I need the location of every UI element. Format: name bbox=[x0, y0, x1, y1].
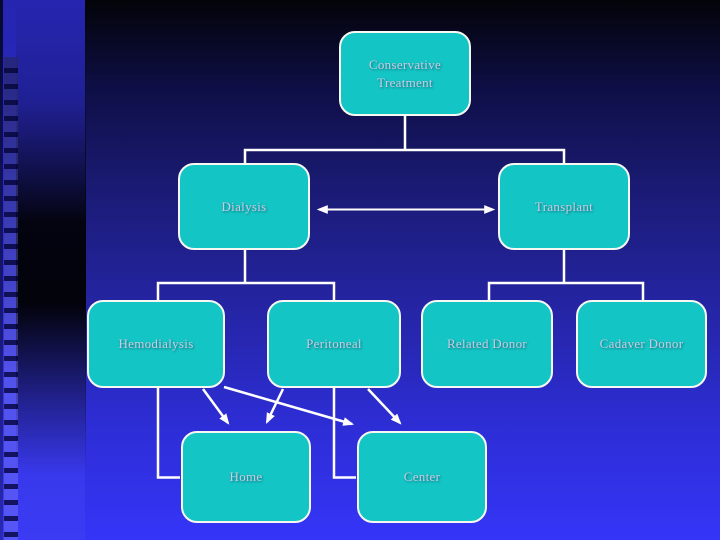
edge-hemodialysis-home-elbow bbox=[156, 388, 180, 479]
node-cadaver-donor: Cadaver Donor bbox=[576, 300, 707, 388]
edge-transplant-children bbox=[487, 250, 645, 301]
edge-peritoneal-center-arrow bbox=[367, 388, 402, 425]
edge-hemodialysis-home-arrow bbox=[201, 388, 230, 425]
filmstrip-squares-decoration bbox=[4, 57, 18, 540]
node-conservative-treatment: Conservative Treatment bbox=[339, 31, 471, 116]
node-label: Hemodialysis bbox=[118, 336, 194, 352]
node-label: Related Donor bbox=[446, 336, 528, 352]
node-label: Dialysis bbox=[221, 198, 267, 214]
black-fade-band bbox=[16, 0, 86, 505]
node-center: Center bbox=[357, 431, 487, 523]
node-home: Home bbox=[181, 431, 311, 523]
node-label: Center bbox=[403, 469, 441, 485]
node-label: Transplant bbox=[534, 198, 594, 214]
node-label: Home bbox=[229, 469, 263, 485]
edge-hemodialysis-center-arrow bbox=[223, 385, 355, 426]
node-label: Conservative Treatment bbox=[368, 56, 442, 90]
edge-peritoneal-center-elbow bbox=[332, 388, 356, 479]
edge-peritoneal-home-arrow bbox=[265, 388, 285, 424]
node-related-donor: Related Donor bbox=[421, 300, 553, 388]
edge-conservative-children bbox=[243, 116, 566, 164]
edge-dialysis-children bbox=[156, 250, 336, 301]
node-label: Peritoneal bbox=[306, 336, 362, 352]
node-peritoneal: Peritoneal bbox=[267, 300, 401, 388]
node-label: Cadaver Donor bbox=[599, 336, 684, 352]
node-dialysis: Dialysis bbox=[178, 163, 310, 250]
node-transplant: Transplant bbox=[498, 163, 630, 250]
node-hemodialysis: Hemodialysis bbox=[87, 300, 225, 388]
